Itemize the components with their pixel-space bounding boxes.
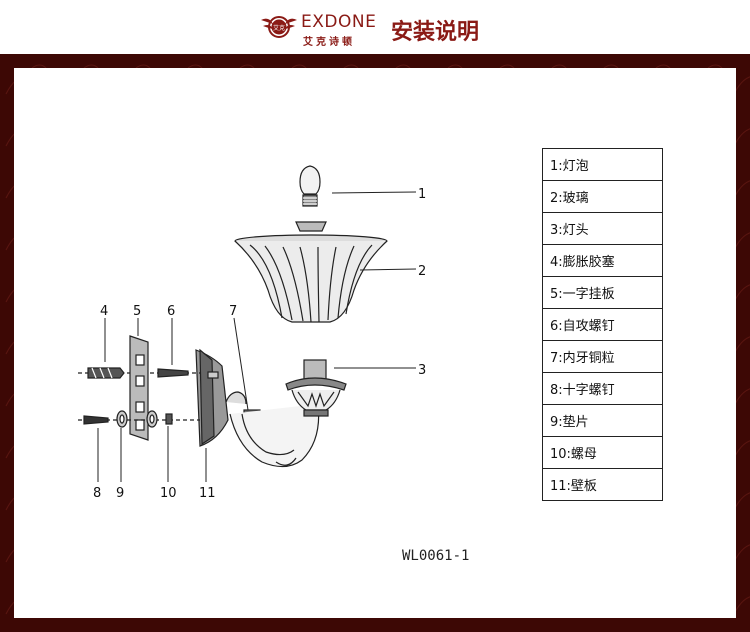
callout-5: 5 — [133, 304, 141, 319]
mounting-bar-part — [129, 335, 149, 441]
callout-9: 9 — [116, 486, 124, 501]
page-title: 安装说明 — [391, 19, 480, 45]
callout-8: 8 — [93, 486, 101, 501]
list-item: 2:玻璃 — [542, 180, 663, 213]
callout-10: 10 — [160, 486, 177, 501]
callout-11: 11 — [199, 486, 216, 501]
cross-screw-part — [78, 415, 200, 425]
list-item: 10:螺母 — [542, 436, 663, 469]
callout-3: 3 — [418, 363, 426, 378]
callout-7: 7 — [229, 304, 237, 319]
lamp-head-part — [285, 359, 347, 417]
list-item: 5:一字挂板 — [542, 276, 663, 309]
wall-plate-part — [195, 348, 229, 447]
bulb-part — [299, 165, 321, 207]
list-item: 6:自攻螺钉 — [542, 308, 663, 341]
part-2-label: 2:玻璃 — [542, 180, 663, 213]
callout-6: 6 — [167, 304, 175, 319]
callout-4: 4 — [100, 304, 108, 319]
header: 艾克 EXDONE 艾克诗顿 安装说明 — [0, 0, 750, 54]
list-item: 9:垫片 — [542, 404, 663, 437]
part-9-label: 9:垫片 — [542, 404, 663, 437]
list-item: 1:灯泡 — [542, 148, 663, 181]
part-10-label: 10:螺母 — [542, 436, 663, 469]
model-number: WL0061-1 — [402, 548, 470, 564]
part-5-label: 5:一字挂板 — [542, 276, 663, 309]
nut-part — [165, 413, 173, 425]
part-7-label: 7:内牙铜粒 — [542, 340, 663, 373]
part-6-label: 6:自攻螺钉 — [542, 308, 663, 341]
leader-lines — [97, 191, 417, 482]
brand-name-cn: 艾克诗顿 — [303, 37, 355, 48]
glass-shade-part — [234, 234, 388, 323]
part-11-label: 11:壁板 — [542, 468, 663, 501]
callout-1: 1 — [418, 187, 426, 202]
list-item: 11:壁板 — [542, 468, 663, 501]
list-item: 7:内牙铜粒 — [542, 340, 663, 373]
list-item: 3:灯头 — [542, 212, 663, 245]
list-item: 4:膨胀胶塞 — [542, 244, 663, 277]
logo-text: 艾克 — [273, 24, 285, 32]
brand-name: EXDONE — [301, 12, 377, 32]
self-tapping-screw-part — [150, 368, 200, 378]
part-4-label: 4:膨胀胶塞 — [542, 244, 663, 277]
installation-diagram: 1 2 3 4 5 6 7 8 9 10 11 — [78, 165, 426, 501]
exdone-logo: 艾克 — [261, 16, 297, 38]
list-item: 8:十字螺钉 — [542, 372, 663, 405]
part-8-label: 8:十字螺钉 — [542, 372, 663, 405]
part-1-label: 1:灯泡 — [542, 148, 663, 181]
lamp-arm-part — [225, 391, 320, 468]
parts-list: 1:灯泡 2:玻璃 3:灯头 4:膨胀胶塞 5:一字挂板 6:自攻螺钉 7:内牙… — [542, 148, 663, 501]
callout-2: 2 — [418, 264, 426, 279]
expansion-plug-part — [78, 367, 132, 379]
part-3-label: 3:灯头 — [542, 212, 663, 245]
